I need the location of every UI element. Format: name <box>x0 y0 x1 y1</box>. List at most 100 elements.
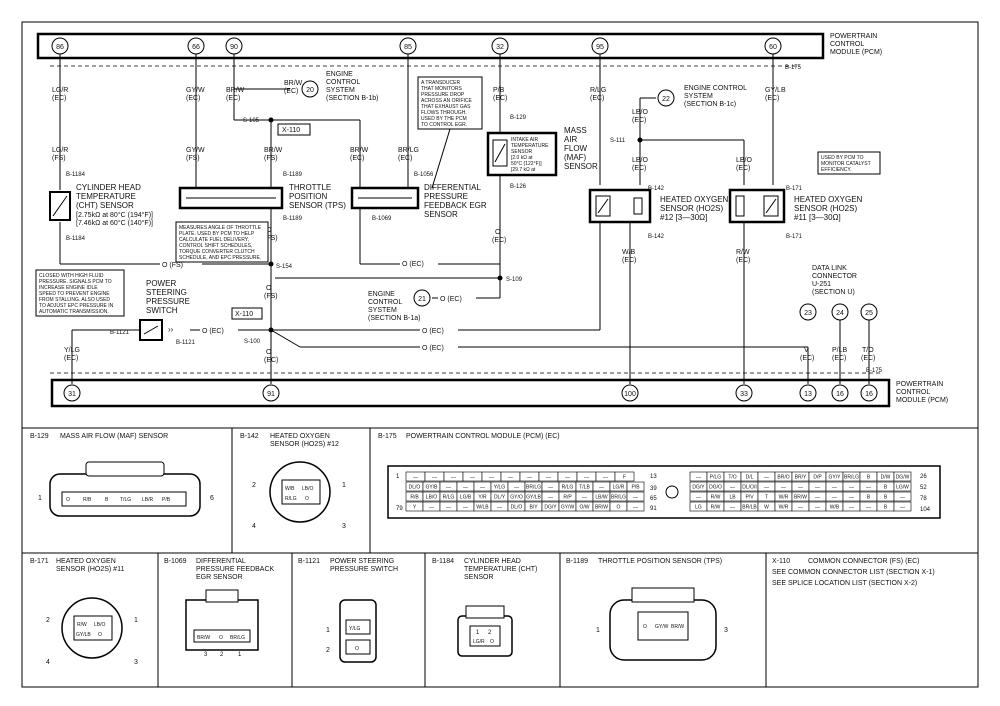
conn-label: B-1121 <box>176 340 196 346</box>
wire-harness: (EC) <box>622 257 636 264</box>
pcm-bottom-connector: B-175 <box>866 368 883 374</box>
conn-label: B-1184 <box>66 172 86 178</box>
pin-text: LG/B <box>460 495 472 501</box>
x110-box <box>231 307 263 320</box>
wire-color: BR/W <box>264 147 283 154</box>
wire-color: O <box>266 349 272 356</box>
wire-color: Y/LG <box>64 347 80 354</box>
panel-title: PRESSURE SWITCH <box>330 566 398 573</box>
switch-arrows: ›› <box>168 325 174 334</box>
pcm-label-3: MODULE (PCM) <box>830 49 882 56</box>
ref-text: ENGINE <box>326 71 353 78</box>
wire-harness: (EC) <box>493 95 507 102</box>
conn-label: B-129 <box>510 115 527 121</box>
ho2s-name: HEATED OXYGEN <box>794 195 863 204</box>
pin-text: B <box>867 475 871 481</box>
pin-text: GY/LB <box>76 632 91 638</box>
ref-circle <box>657 89 675 107</box>
pin-text: — <box>633 505 638 511</box>
variable-arrow <box>494 143 506 163</box>
label-bg <box>200 326 238 335</box>
wire-label: O (EC) <box>202 328 224 335</box>
wire-harness: (EC) <box>52 95 66 102</box>
panel-code: B-129 <box>30 433 49 440</box>
pin-text: BR/LB <box>742 505 757 511</box>
note-line: PLATE. USED BY PCM TO HELP <box>179 231 255 237</box>
ho2s-name: SENSOR (HO2S) <box>660 204 723 213</box>
pin-text: — <box>696 475 701 481</box>
pin-cell <box>345 619 371 635</box>
panel-code: B-1189 <box>566 558 588 565</box>
wire-harness: (EC) <box>590 95 604 102</box>
splice-dot <box>268 117 274 123</box>
wire-harness: (EC) <box>736 257 750 264</box>
ref-text: (SECTION B-1c) <box>684 101 736 108</box>
pcm-bottom: B-175 31 91 100 33 13 16 16 POWERTRAIN C… <box>50 368 948 408</box>
pin-text: — <box>548 485 553 491</box>
pin-num: 1 <box>596 627 600 634</box>
panel-title: MASS AIR FLOW (MAF) SENSOR <box>60 433 168 440</box>
row-num: 26 <box>920 474 927 480</box>
psps-name: SWITCH <box>146 306 178 315</box>
wire-label: O (EC) <box>422 328 444 335</box>
splice-label: S-109 <box>506 277 523 283</box>
pin-num: 6 <box>210 495 214 502</box>
note-line: TO ADJUST EPC PRESSURE IN <box>39 303 114 309</box>
wire-harness: (EC) <box>832 355 846 362</box>
panel-title: TEMPERATURE (CHT) <box>464 566 537 573</box>
wire-harness: (EC) <box>632 165 646 172</box>
pin-text: GY/B <box>426 485 439 491</box>
splice-dot <box>268 327 274 333</box>
panel-title: POWERTRAIN CONTROL MODULE (PCM) (EC) <box>406 433 560 440</box>
note-line: FROM STALLING. ALSO USED <box>39 297 110 303</box>
pin-text: R/B <box>83 497 92 503</box>
pin-label: 60 <box>769 44 777 51</box>
pin-num: 3 <box>342 523 346 530</box>
pin-text: W <box>764 505 769 511</box>
pin-text: D/W <box>881 475 891 481</box>
pin-label: 86 <box>56 44 64 51</box>
pin-text: W/B <box>285 486 295 492</box>
panel-code: X-110 <box>772 558 790 565</box>
pin-text: DL/O <box>511 505 523 511</box>
pin-text: — <box>633 495 638 501</box>
note-line: INCREASE ENGINE IDLE <box>39 285 98 291</box>
wire-harness: (EC) <box>861 355 875 362</box>
pin-text: — <box>446 485 451 491</box>
pin-text: P/LG <box>710 475 722 481</box>
wire-color: BR/W <box>350 147 369 154</box>
row-num: 13 <box>650 474 657 480</box>
maf-sensor: B-129 B-126 MASS AIR FLOW (MAF) SENSOR I… <box>486 115 598 190</box>
wire-color: LB/O <box>632 157 649 164</box>
note-line: ACROSS AN ORIFICE <box>421 98 473 104</box>
ref-circle <box>413 289 431 307</box>
ref-num: 20 <box>306 87 314 94</box>
pin-label: 31 <box>68 391 76 398</box>
conn-label: B-171 <box>786 234 803 240</box>
conn-label: B-1069 <box>372 216 392 222</box>
wire-color: GY/W <box>186 87 205 94</box>
pin-text: R/LG <box>562 485 574 491</box>
pin-text: BR/W <box>197 635 210 641</box>
note-line: SPEED TO PREVENT ENGINE <box>39 291 110 297</box>
pin-text: W/B <box>830 505 840 511</box>
wire-harness: (FS) <box>264 293 278 300</box>
pin-text: GY/W <box>655 624 669 630</box>
ho2s-name: HEATED OXYGEN <box>660 195 729 204</box>
pin-num: 3 <box>134 659 138 666</box>
note-line: EFFICIENCY. <box>821 167 851 173</box>
wire-label: O (FS) <box>162 262 183 269</box>
ref-text: (SECTION B-1a) <box>368 315 421 322</box>
pin-text: — <box>849 505 854 511</box>
x110-label: X-110 <box>282 127 300 134</box>
pin-circle <box>63 384 81 402</box>
wire-harness: (EC) <box>64 355 78 362</box>
wire-harness: (FS) <box>52 155 66 162</box>
pin-text: P/B <box>631 485 640 491</box>
panel-code: B-1184 <box>432 558 454 565</box>
pin-text: — <box>446 505 451 511</box>
pin-text: — <box>489 475 494 481</box>
pin-text: BR/W <box>595 505 608 511</box>
psps-name: POWER <box>146 279 176 288</box>
connector-latch <box>205 589 239 603</box>
